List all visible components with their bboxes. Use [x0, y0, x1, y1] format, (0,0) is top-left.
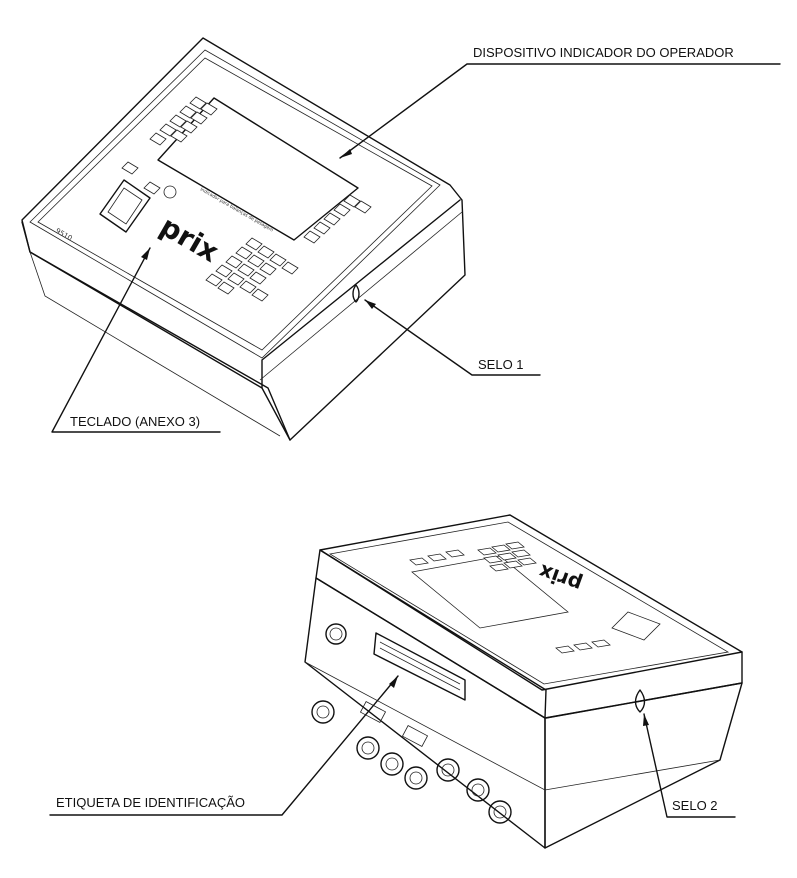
- front-key-esc: [121, 161, 139, 175]
- front-housing-side: [21, 199, 461, 441]
- top-leader-lines: [51, 63, 781, 433]
- front-power-button: [163, 185, 177, 199]
- device-front-view: prix 9510 Indicador para balanças de pes…: [21, 37, 466, 441]
- rear-seal-2: [634, 689, 646, 713]
- bottom-leader-lines: [49, 675, 736, 818]
- label-etiqueta-identificacao: ETIQUETA DE IDENTIFICAÇÃO: [56, 795, 246, 810]
- front-panel-caption: Indicador para balanças de pesagem: [199, 187, 274, 234]
- front-model-label: 9510: [54, 227, 73, 243]
- front-arrow-pad: [99, 179, 151, 233]
- front-housing: [21, 37, 466, 441]
- label-selo-2: SELO 2: [672, 798, 718, 813]
- rear-lid-keys: [409, 541, 611, 654]
- cable-glands: [311, 700, 512, 824]
- leader-selo1: [364, 299, 541, 376]
- identification-plate: [373, 632, 466, 701]
- front-numeric-keypad: [205, 237, 299, 302]
- leader-teclado: [51, 247, 221, 433]
- front-panel-bezel: [29, 49, 441, 359]
- front-brand-logo: prix: [155, 209, 225, 268]
- device-rear-view: prix: [304, 514, 743, 849]
- front-seal-1: [352, 284, 360, 303]
- rear-body: [304, 577, 546, 849]
- rear-top-connector: [325, 623, 347, 645]
- rear-arrow-pad: [611, 611, 661, 641]
- label-teclado: TECLADO (ANEXO 3): [70, 414, 201, 429]
- front-right-keys: [303, 194, 372, 244]
- leader-selo2: [643, 713, 736, 818]
- rear-display-window: [411, 555, 569, 629]
- leader-dispositivo: [339, 63, 781, 159]
- front-function-keypad: [149, 96, 218, 146]
- label-selo-1: SELO 1: [478, 357, 524, 372]
- rear-lid: [319, 514, 743, 691]
- leader-etiqueta: [49, 675, 399, 816]
- label-dispositivo-indicador: DISPOSITIVO INDICADOR DO OPERADOR: [473, 45, 734, 60]
